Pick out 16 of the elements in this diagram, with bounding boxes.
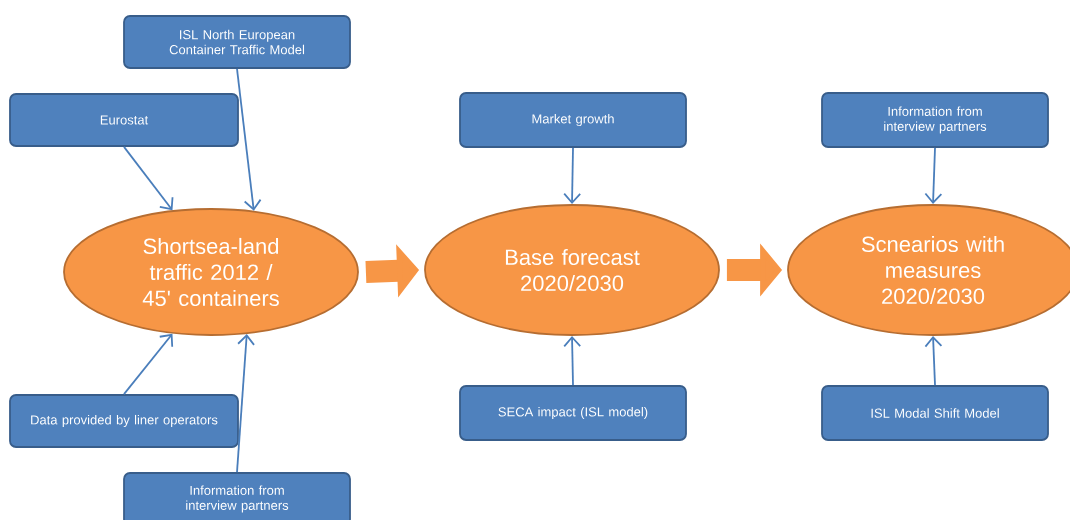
arrow	[236, 334, 255, 473]
source-box: SECA impact (ISL model)	[459, 385, 687, 441]
source-box: Eurostat	[9, 93, 239, 147]
source-box: Information from interview partners	[821, 92, 1049, 148]
arrow	[924, 335, 943, 386]
arrow	[563, 335, 582, 386]
arrow	[924, 147, 943, 205]
source-box: Information from interview partners	[123, 472, 351, 520]
source-box: Data provided by liner operators	[9, 394, 239, 448]
source-box: Market growth	[459, 92, 687, 148]
arrow	[123, 333, 174, 395]
source-box: ISL North European Container Traffic Model	[123, 15, 351, 69]
arrow	[123, 146, 174, 211]
source-box: ISL Modal Shift Model	[821, 385, 1049, 441]
arrow	[236, 68, 262, 211]
arrow	[563, 147, 582, 205]
